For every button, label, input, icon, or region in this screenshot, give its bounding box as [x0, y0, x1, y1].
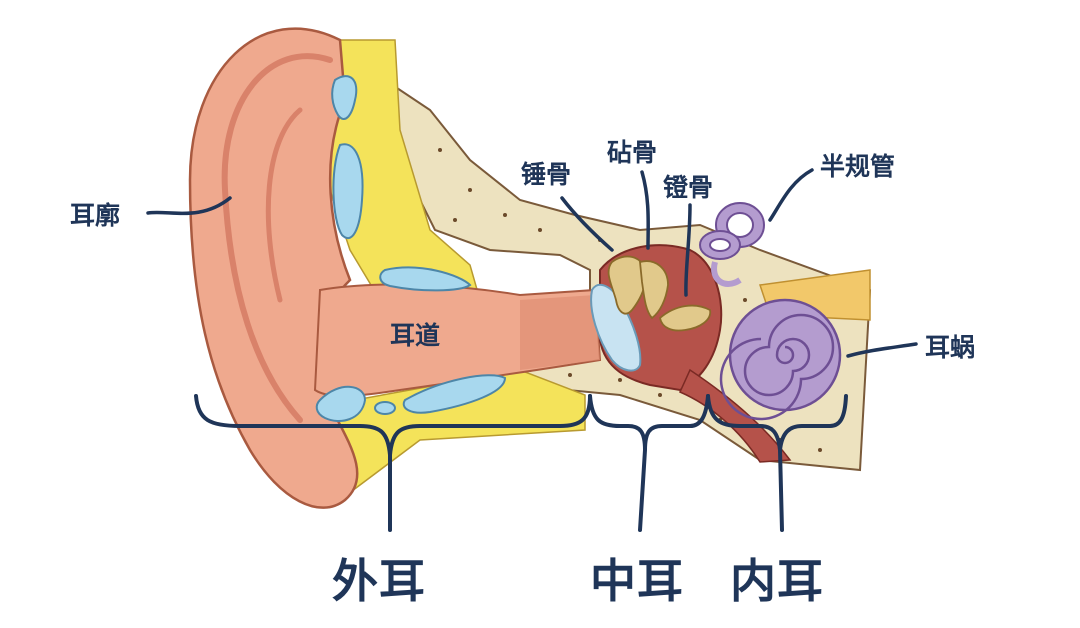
- ossicles: [607, 255, 712, 332]
- semicircular-leader: [768, 168, 814, 222]
- inner-ear-label: 内耳: [730, 554, 824, 608]
- malleus-leader: [560, 196, 614, 252]
- middle-ear-label: 中耳: [590, 554, 684, 608]
- canal-shade: [520, 295, 600, 370]
- pinna-label: 耳廓: [70, 201, 121, 230]
- helix-fold: [221, 53, 333, 423]
- cartilage: [315, 75, 507, 422]
- eustachian-tube: [679, 368, 792, 463]
- leader-lines: [146, 168, 918, 358]
- section-brackets: [194, 394, 848, 532]
- incus-bone: [639, 260, 669, 320]
- stapes-bone: [659, 304, 712, 332]
- antihelix-fold: [265, 107, 303, 303]
- malleus-bone: [607, 255, 647, 315]
- incus-leader: [640, 170, 650, 250]
- ear-canal-label: 耳道: [390, 321, 441, 350]
- outer-ear-label: 外耳: [332, 554, 426, 608]
- cochlea-leader: [846, 342, 918, 358]
- cochlea-label: 耳蜗: [925, 333, 976, 362]
- pinna-leader: [146, 196, 232, 216]
- inner-ear-stem: [778, 448, 784, 532]
- semicircular-canals-shape: [699, 202, 765, 287]
- middle-ear-stem: [638, 448, 647, 532]
- stapes-leader: [684, 203, 692, 297]
- semicircular-canals-label: 半规管: [820, 152, 896, 181]
- cochlea-shape: [719, 298, 842, 421]
- stapes-label: 镫骨: [663, 173, 714, 202]
- incus-label: 砧骨: [607, 138, 658, 167]
- malleus-label: 锤骨: [521, 160, 572, 189]
